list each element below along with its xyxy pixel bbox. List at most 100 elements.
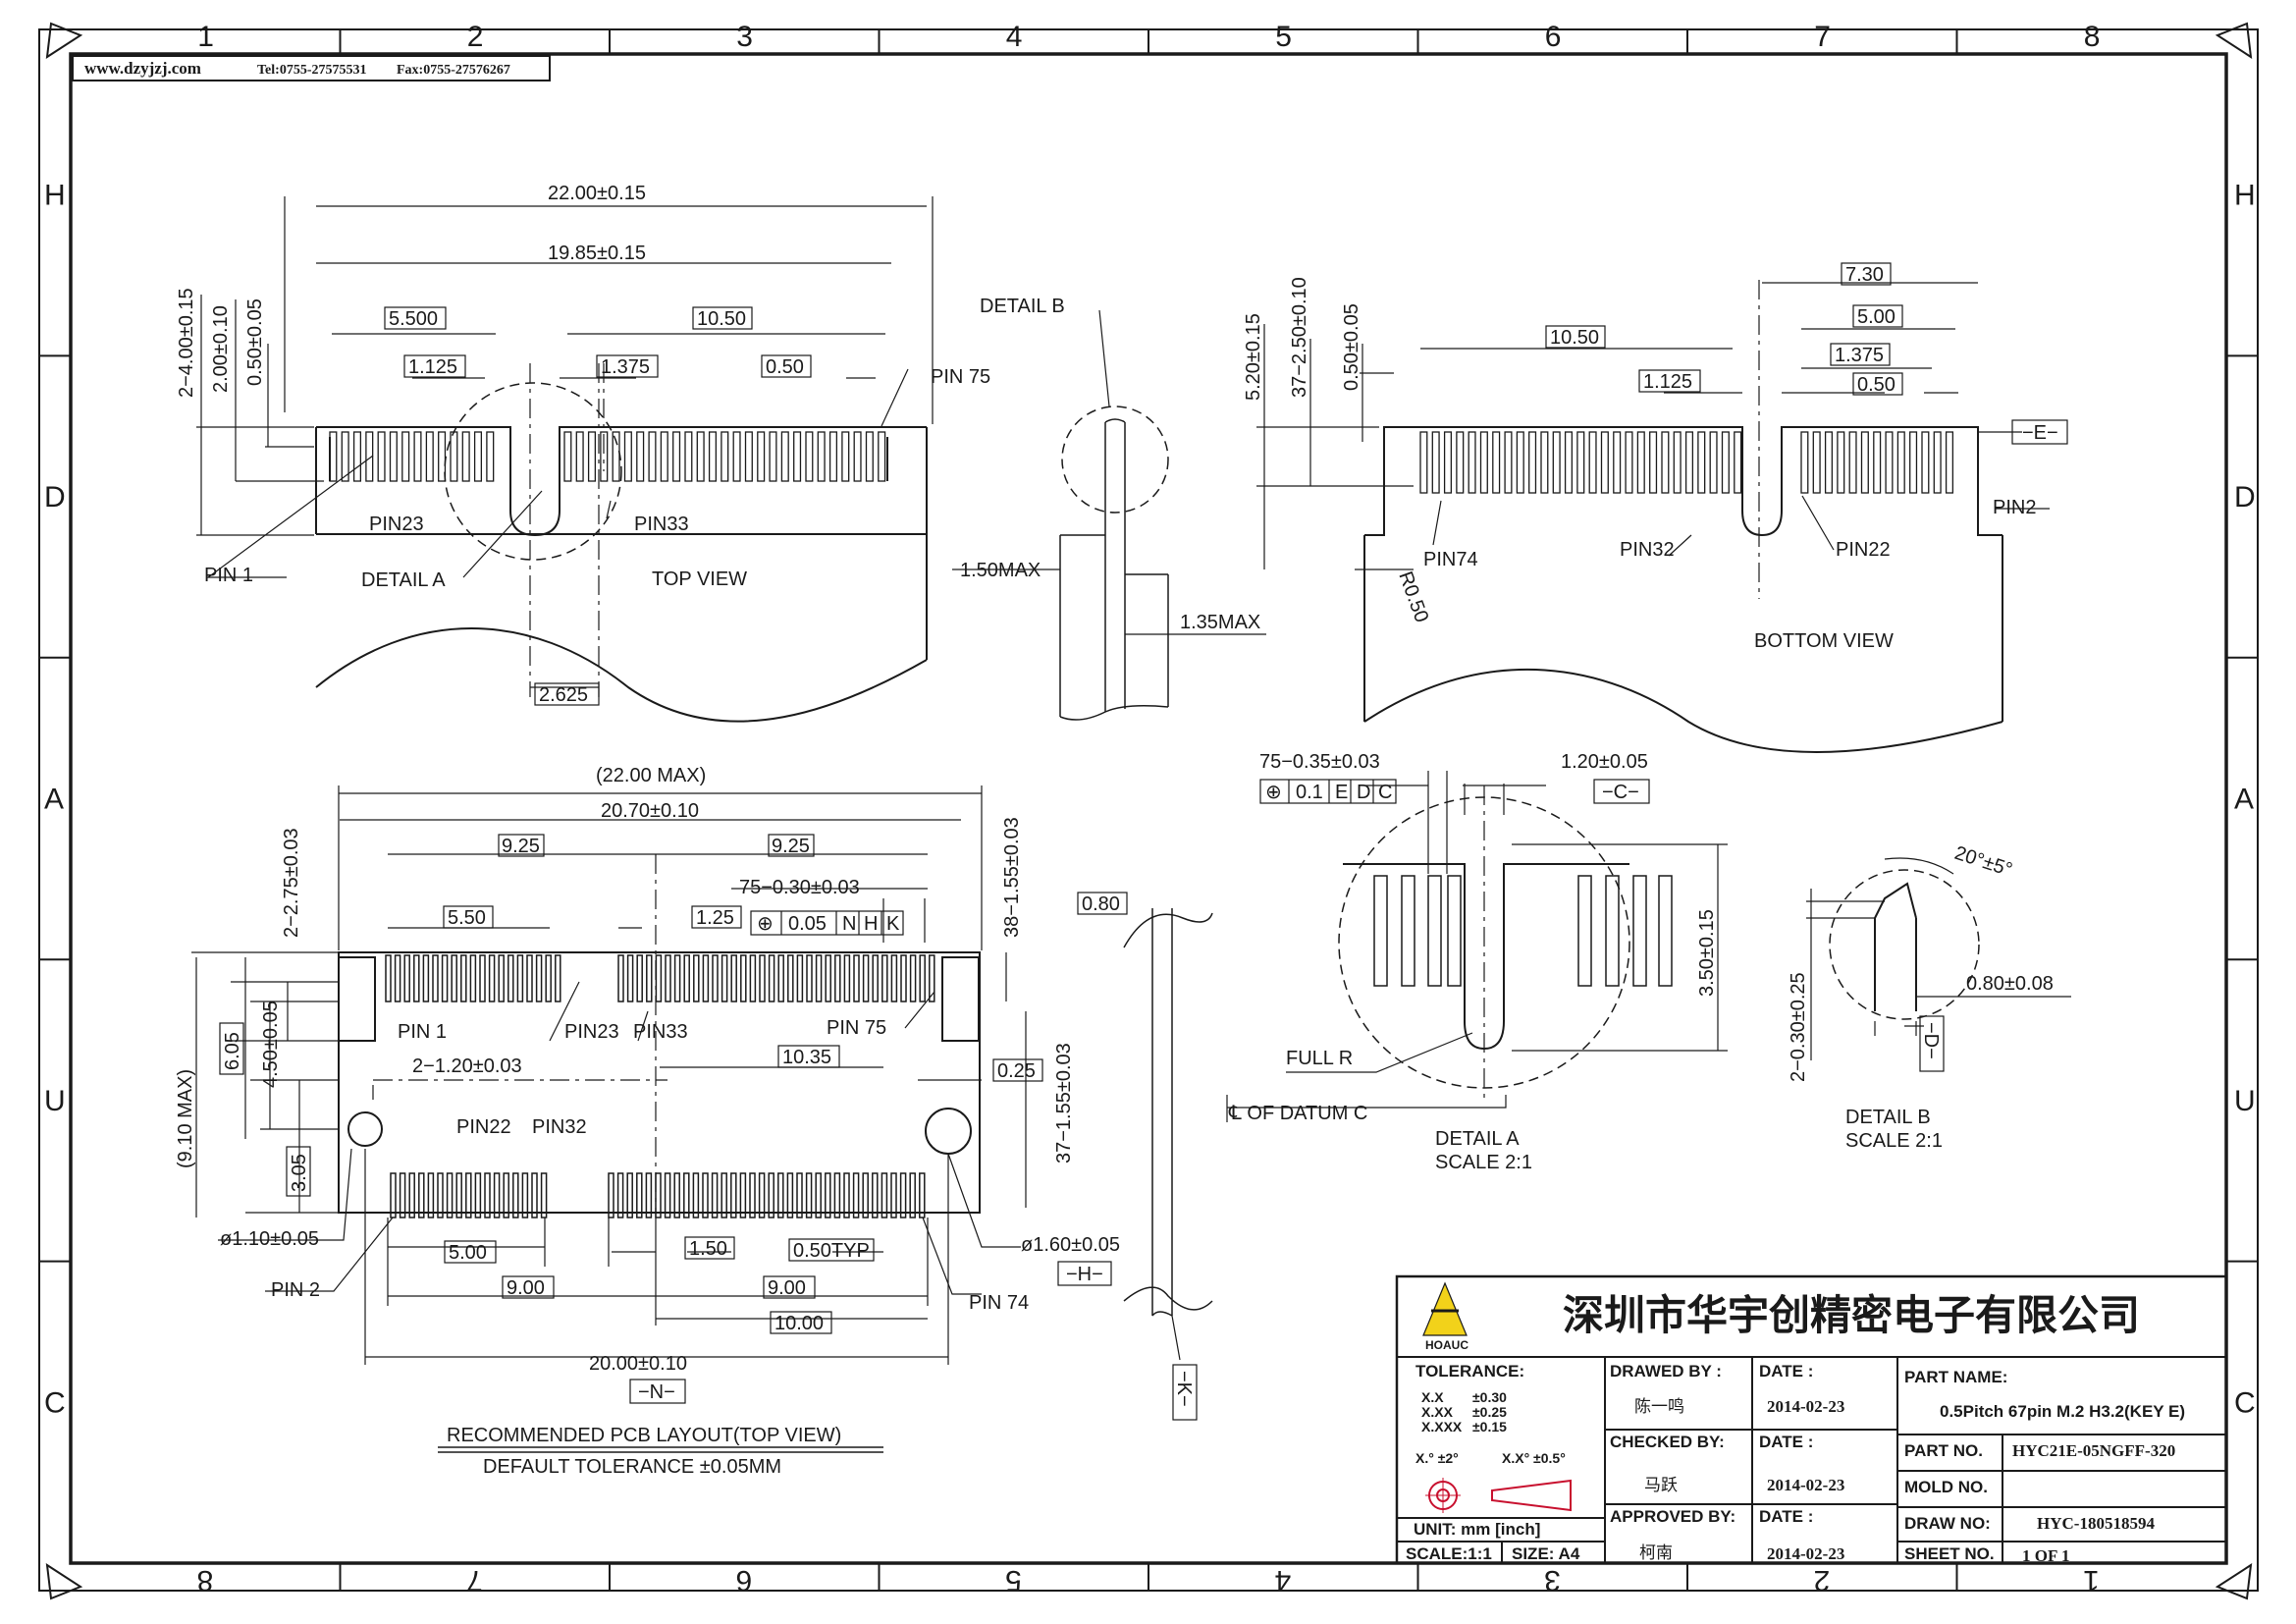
header-box: www.dzyjzj.com Tel:0755-27575531 Fax:075… bbox=[72, 55, 551, 81]
connector-pin bbox=[865, 431, 874, 482]
title-block bbox=[1395, 1274, 2228, 1565]
zone-label-left: A bbox=[44, 784, 64, 816]
top-view bbox=[196, 196, 934, 723]
pcb-pad bbox=[758, 1172, 766, 1218]
pcb-pad bbox=[616, 1172, 624, 1218]
detail-pin bbox=[1605, 875, 1620, 987]
website: www.dzyjzj.com bbox=[84, 59, 201, 78]
caption-detail-a: DETAIL A bbox=[1435, 1128, 1520, 1150]
connector-pin bbox=[1552, 431, 1561, 494]
pcb-pad bbox=[929, 954, 935, 1002]
datum-e: −E− bbox=[2022, 422, 2058, 444]
dim-2-00: 2.00±0.10 bbox=[210, 305, 232, 393]
caption-detail-b: DETAIL B bbox=[1845, 1107, 1931, 1128]
bottom-view-text: 7.30 10.50 5.00 1.375 1.125 0.50 5.20±0.… bbox=[1243, 262, 2068, 652]
connector-pin bbox=[1824, 431, 1834, 494]
tol-xxx: X.XX bbox=[1421, 1404, 1454, 1420]
pcb-side-profile bbox=[1123, 908, 1213, 1361]
connector-pin bbox=[841, 431, 850, 482]
connector-pin bbox=[450, 431, 458, 482]
connector-pin bbox=[563, 431, 572, 482]
connector-pin bbox=[744, 431, 753, 482]
detail-a-text: 75−0.35±0.03 1.20±0.05 ⊕ 0.1 E D C −C− 3… bbox=[1228, 751, 1718, 1173]
zone-label-right: A bbox=[2234, 784, 2254, 816]
dim-hole-1-60: ø1.60±0.05 bbox=[1021, 1234, 1120, 1256]
pcb-pad bbox=[469, 954, 477, 1002]
pcb-pad bbox=[825, 954, 831, 1002]
zone-label-right: C bbox=[2234, 1386, 2256, 1419]
fax: Fax:0755-27576267 bbox=[397, 63, 510, 78]
connector-pin bbox=[793, 431, 802, 482]
connector-pin bbox=[587, 431, 597, 482]
dim-75-0-30: 75−0.30±0.03 bbox=[739, 877, 860, 898]
pcb-pad bbox=[664, 1172, 671, 1218]
part-no-label: PART NO. bbox=[1904, 1441, 1983, 1460]
dim-5-50: 5.50 bbox=[448, 907, 486, 929]
connector-pin bbox=[1649, 431, 1658, 494]
side-view-text: DETAIL B 1.50MAX 1.35MAX bbox=[960, 296, 1260, 633]
dim-2-4-00: 2−4.00±0.15 bbox=[176, 288, 197, 398]
pcb-pad bbox=[862, 954, 870, 1002]
label-pin22: PIN22 bbox=[1836, 539, 1891, 561]
connector-pin bbox=[600, 431, 609, 482]
connector-pin bbox=[1600, 431, 1609, 494]
pcb-pad bbox=[899, 1172, 907, 1218]
tol-xxxx-val: ±0.15 bbox=[1472, 1419, 1507, 1435]
pcb-pad bbox=[626, 1172, 633, 1218]
connector-pin bbox=[805, 431, 814, 482]
pcb-pad bbox=[909, 954, 917, 1002]
label-full-r: FULL R bbox=[1286, 1048, 1353, 1069]
zone-label-right: U bbox=[2234, 1085, 2256, 1117]
pcb-pad bbox=[730, 1172, 737, 1218]
detail-pin bbox=[1427, 875, 1442, 987]
dim-0-25: 0.25 bbox=[997, 1060, 1036, 1082]
label-detail-b-ref: DETAIL B bbox=[980, 296, 1065, 317]
connector-pin bbox=[1945, 431, 1954, 494]
draw-no: HYC-180518594 bbox=[2037, 1514, 2155, 1533]
pcb-pad bbox=[673, 954, 681, 1002]
date-label-1: DATE : bbox=[1759, 1362, 1813, 1380]
side-view bbox=[952, 309, 1266, 721]
pcb-pad bbox=[777, 1172, 784, 1218]
tol-xx-val: ±0.30 bbox=[1472, 1389, 1507, 1405]
connector-pin bbox=[1564, 431, 1574, 494]
zone-label-top: 1 bbox=[197, 21, 214, 53]
dim-75-0-35: 75−0.35±0.03 bbox=[1259, 751, 1380, 773]
connector-pin bbox=[1721, 431, 1730, 494]
dim-3-50: 3.50±0.15 bbox=[1696, 909, 1718, 997]
pcb-pad bbox=[683, 954, 690, 1002]
pcb-pad bbox=[493, 1172, 501, 1218]
connector-pin bbox=[612, 431, 620, 482]
zone-label-bottom: 2 bbox=[1814, 1564, 1831, 1597]
position-tolerance-icon: ⊕ bbox=[757, 913, 774, 935]
pcb-layout bbox=[191, 785, 1027, 1365]
dim-4-50: 4.50±0.05 bbox=[260, 1001, 282, 1088]
datum-c: −C− bbox=[1602, 782, 1639, 803]
part-no: HYC21E-05NGFF-320 bbox=[2012, 1441, 2175, 1460]
fcf-datum-e: E bbox=[1335, 782, 1348, 803]
connector-pin bbox=[352, 431, 362, 482]
pcb-pad bbox=[408, 1172, 415, 1218]
connector-pin bbox=[1921, 431, 1930, 494]
detail-pin bbox=[1447, 875, 1462, 987]
zone-label-bottom: 5 bbox=[1005, 1564, 1022, 1597]
zone-label-right: D bbox=[2234, 481, 2256, 514]
pcb-pad bbox=[422, 954, 430, 1002]
mold-no-label: MOLD NO. bbox=[1904, 1478, 1988, 1496]
sheet-no-label: SHEET NO. bbox=[1904, 1544, 1995, 1563]
pcb-pad bbox=[768, 954, 775, 1002]
pcb-pad bbox=[608, 1172, 614, 1218]
connector-pin bbox=[461, 431, 470, 482]
scale-detail-b: SCALE 2:1 bbox=[1845, 1130, 1943, 1152]
tol-angle-2: X.X° ±0.5° bbox=[1502, 1450, 1566, 1466]
connector-pin bbox=[708, 431, 718, 482]
dim-0-50-typ: 0.50TYP bbox=[793, 1240, 870, 1262]
fcf-datum-h: H bbox=[864, 913, 878, 935]
connector-pin bbox=[1885, 431, 1894, 494]
pcb-pad bbox=[498, 954, 505, 1002]
approved-by-label: APPROVED BY: bbox=[1610, 1507, 1735, 1526]
dim-2-0-30: 2−0.30±0.25 bbox=[1788, 972, 1809, 1082]
unit: UNIT: mm [inch] bbox=[1414, 1520, 1540, 1539]
connector-pin bbox=[696, 431, 705, 482]
pcb-pad bbox=[853, 954, 860, 1002]
